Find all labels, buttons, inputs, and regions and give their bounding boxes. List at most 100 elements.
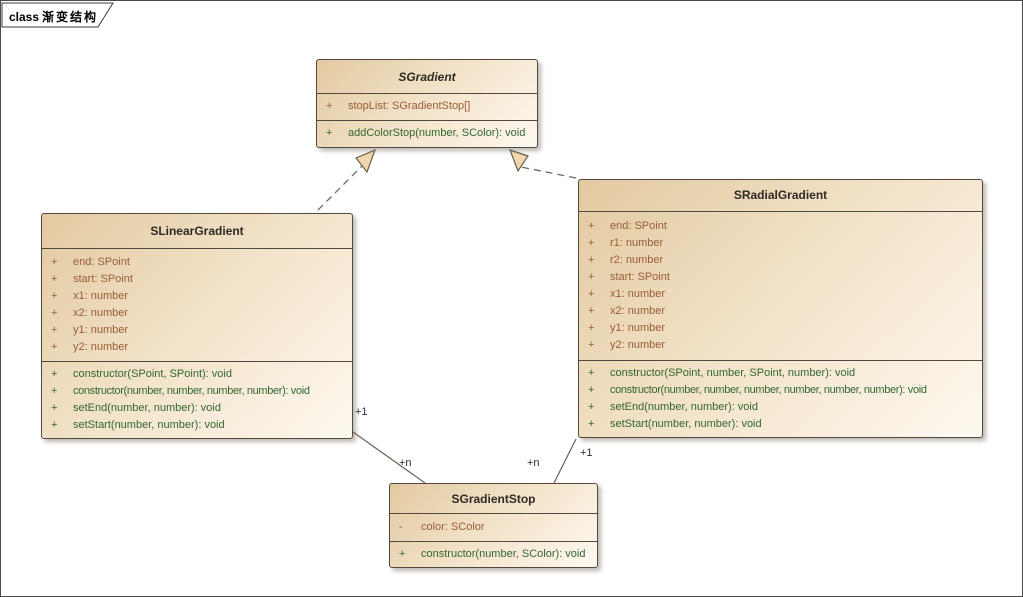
attribute-row: + r1: number <box>579 235 982 252</box>
realization-arrowhead-linear <box>355 148 377 174</box>
attribute-text: x1: number <box>73 289 129 302</box>
visibility-marker: + <box>588 219 595 232</box>
attribute-row: + start: SPoint <box>579 269 982 286</box>
attribute-row: + x2: number <box>42 305 352 322</box>
operation-text: constructor(number, SColor): void <box>421 547 586 560</box>
multiplicity-label-radial-target: +n <box>527 457 540 469</box>
attribute-text: stopList: SGradientStop[] <box>348 100 471 113</box>
attributes-compartment-sgradient: + stopList: SGradientStop[] <box>317 94 537 121</box>
operation-row: + constructor(number, number, number, nu… <box>579 382 982 399</box>
class-box-slineargradient[interactable]: SLinearGradient + end: SPoint + start: S… <box>41 213 353 439</box>
class-box-sgradient[interactable]: SGradient + stopList: SGradientStop[] + … <box>316 59 538 148</box>
operation-row: + setStart(number, number): void <box>579 416 982 433</box>
attribute-row: + y1: number <box>42 322 352 339</box>
attributes-compartment-sgradientstop: - color: SColor <box>390 514 597 542</box>
visibility-marker: + <box>588 417 595 430</box>
class-box-sgradientstop[interactable]: SGradientStop - color: SColor + construc… <box>389 483 598 568</box>
visibility-marker: + <box>51 402 58 414</box>
operations-compartment-sgradientstop: + constructor(number, SColor): void <box>390 542 597 567</box>
visibility-marker: + <box>588 253 595 266</box>
realization-arrowhead-radial <box>508 149 529 173</box>
visibility-marker: + <box>588 338 595 351</box>
attribute-text: x2: number <box>73 306 129 319</box>
visibility-marker: + <box>51 289 58 302</box>
visibility-marker: + <box>51 340 58 353</box>
operation-row: + setEnd(number, number): void <box>42 400 352 417</box>
association-line-radial-to-stop <box>553 438 577 484</box>
visibility-marker: + <box>51 306 58 319</box>
attribute-row: + y2: number <box>579 337 982 354</box>
visibility-marker: + <box>588 321 595 334</box>
attribute-text: color: SColor <box>421 520 485 533</box>
attribute-text: r1: number <box>610 236 664 249</box>
operation-text: setEnd(number, number): void <box>610 400 758 413</box>
operation-text: setStart(number, number): void <box>73 419 225 431</box>
multiplicity-label-linear-target: +n <box>399 457 412 469</box>
operation-text: constructor(number, number, number, numb… <box>73 385 310 397</box>
operations-compartment-slineargradient: + constructor(SPoint, SPoint): void + co… <box>42 362 352 438</box>
class-box-sradialgradient[interactable]: SRadialGradient + end: SPoint + r1: numb… <box>578 179 983 438</box>
operation-row: + setEnd(number, number): void <box>579 399 982 416</box>
attribute-text: y2: number <box>610 338 666 351</box>
attribute-row: + x1: number <box>42 288 352 305</box>
realization-line-linear-to-sgradient <box>317 164 364 211</box>
attribute-row: + stopList: SGradientStop[] <box>317 98 537 115</box>
operation-text: addColorStop(number, SColor): void <box>348 127 526 140</box>
operations-compartment-sgradient: + addColorStop(number, SColor): void <box>317 121 537 147</box>
visibility-marker: + <box>588 287 595 300</box>
visibility-marker: + <box>51 368 58 380</box>
attribute-row: + end: SPoint <box>579 218 982 235</box>
frame-title: 渐变结构 <box>42 10 99 24</box>
operation-row: + addColorStop(number, SColor): void <box>317 125 537 142</box>
attribute-text: end: SPoint <box>73 255 130 268</box>
frame-keyword: class <box>9 10 40 24</box>
visibility-marker: - <box>399 520 403 533</box>
attribute-row: + end: SPoint <box>42 254 352 271</box>
attribute-row: - color: SColor <box>390 519 597 536</box>
multiplicity-label-linear-source: +1 <box>355 406 368 418</box>
visibility-marker: + <box>51 419 58 431</box>
visibility-marker: + <box>51 255 58 268</box>
operation-row: + constructor(SPoint, number, SPoint, nu… <box>579 365 982 382</box>
attribute-text: y1: number <box>73 323 129 336</box>
attribute-row: + y2: number <box>42 339 352 356</box>
operation-text: constructor(SPoint, SPoint): void <box>73 368 232 380</box>
class-title-sradialgradient: SRadialGradient <box>579 180 982 212</box>
operation-text: setStart(number, number): void <box>610 417 762 430</box>
attribute-row: + x1: number <box>579 286 982 303</box>
visibility-marker: + <box>51 272 58 285</box>
attribute-text: r2: number <box>610 253 664 266</box>
class-title-sgradientstop: SGradientStop <box>390 484 597 515</box>
operation-text: setEnd(number, number): void <box>73 402 221 414</box>
visibility-marker: + <box>588 366 595 379</box>
visibility-marker: + <box>326 100 333 113</box>
attribute-text: start: SPoint <box>73 272 133 285</box>
visibility-marker: + <box>588 304 595 317</box>
attribute-row: + x2: number <box>579 303 982 320</box>
visibility-marker: + <box>588 236 595 249</box>
operation-row: + constructor(number, number, number, nu… <box>42 383 352 400</box>
attribute-row: + r2: number <box>579 252 982 269</box>
attribute-text: start: SPoint <box>610 270 670 283</box>
operation-row: + constructor(number, SColor): void <box>390 546 597 563</box>
operation-row: + setStart(number, number): void <box>42 417 352 434</box>
visibility-marker: + <box>588 270 595 283</box>
attribute-row: + y1: number <box>579 320 982 337</box>
visibility-marker: + <box>51 385 58 397</box>
multiplicity-label-radial-source: +1 <box>580 447 593 459</box>
attributes-compartment-slineargradient: + end: SPoint + start: SPoint + x1: numb… <box>42 249 352 362</box>
attribute-row: + start: SPoint <box>42 271 352 288</box>
operation-row: + constructor(SPoint, SPoint): void <box>42 366 352 383</box>
attribute-text: y2: number <box>73 340 129 353</box>
class-title-slineargradient: SLinearGradient <box>42 214 352 249</box>
operation-text: constructor(SPoint, number, SPoint, numb… <box>610 366 856 379</box>
realization-line-radial-to-sgradient <box>520 166 577 179</box>
attribute-text: x2: number <box>610 304 666 317</box>
attributes-compartment-sradialgradient: + end: SPoint + r1: number + r2: number … <box>579 212 982 361</box>
attribute-text: x1: number <box>610 287 666 300</box>
visibility-marker: + <box>399 547 406 560</box>
visibility-marker: + <box>588 400 595 413</box>
